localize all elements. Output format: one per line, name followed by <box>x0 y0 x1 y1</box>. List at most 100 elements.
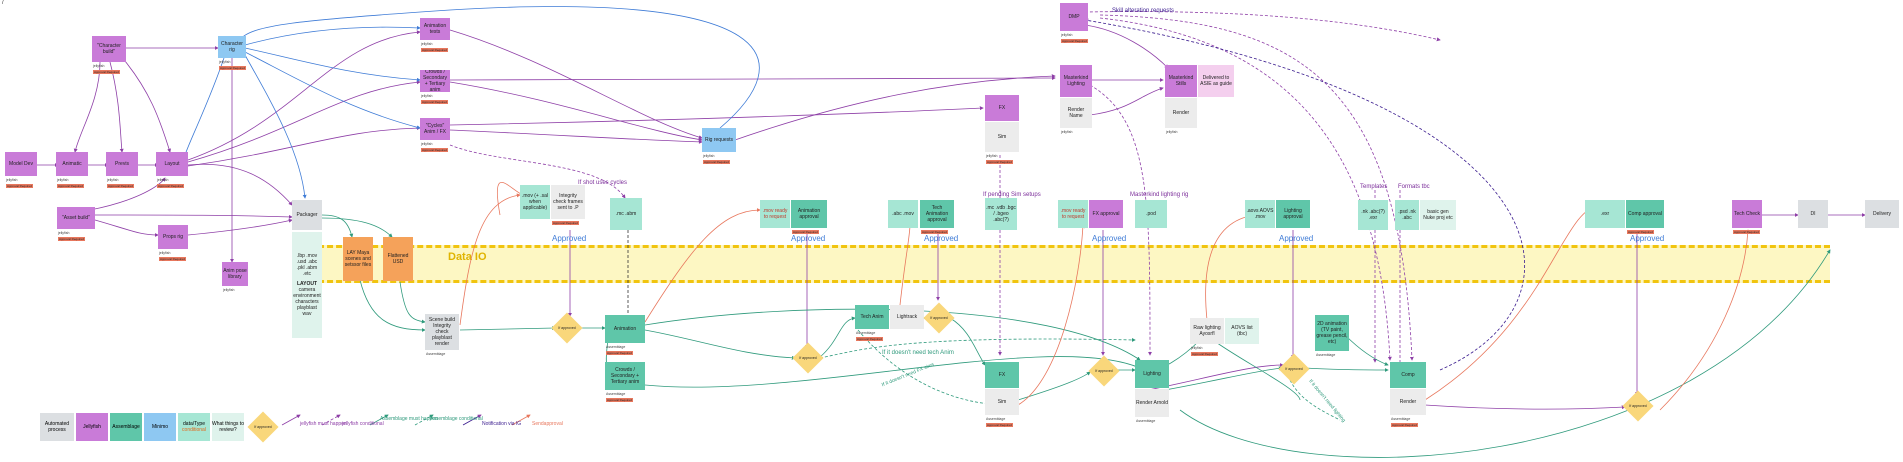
approved-label-2: Approved <box>791 234 826 243</box>
edge-label-skip-tech: If it doesn't need tech Anim <box>882 350 954 356</box>
node-animation-tests[interactable]: Animation tests <box>420 18 450 40</box>
approved-label-4: Approved <box>1092 234 1127 243</box>
node-2d-animation[interactable]: 2D animation (TV paint, grease pencil, e… <box>1315 315 1349 351</box>
node-render-bottom[interactable]: Render <box>1390 389 1426 415</box>
node-sim-bottom[interactable]: Sim <box>985 389 1019 415</box>
node-props-rig[interactable]: Props rig <box>158 225 188 249</box>
node-mc-abm: .mc .abm <box>610 198 642 230</box>
node-flattened-usd[interactable]: Flattened USD <box>383 237 413 281</box>
tag-jellyfish: jellyfish <box>57 178 69 182</box>
edge-charrig-layout <box>184 54 226 156</box>
badge-approval: Approval Required <box>107 184 134 188</box>
node-tech-anim[interactable]: Tech Anim <box>855 305 889 329</box>
edge-skip-fx <box>857 329 991 406</box>
badge-approval: Approval Required <box>792 230 819 234</box>
node-animatic[interactable]: Animatic <box>56 152 88 176</box>
node-render-top[interactable]: Render <box>1165 98 1197 128</box>
node-packager[interactable]: Packager <box>292 200 322 230</box>
edge-label-pending-sim: If pending Sim setups <box>983 192 1041 198</box>
node-crowds-secondary-bottom[interactable]: Crowds / Secondary + Tertiary anim <box>605 362 645 390</box>
node-scene-build[interactable]: Scene build Integrity check playblast re… <box>425 314 459 350</box>
tag-assemblage: Assemblage <box>1316 353 1336 357</box>
edge-charrig-packager <box>244 54 307 199</box>
node-comp-approval[interactable]: Comp approval <box>1626 200 1664 228</box>
badge-approval: Approval Required <box>93 70 120 74</box>
node-previs[interactable]: Previs <box>106 152 138 176</box>
tag-jellyfish: jellyfish <box>421 142 433 146</box>
badge-approval: Approval Required <box>57 184 84 188</box>
gate-label: If approved <box>1095 369 1113 373</box>
edge-crowds-rigreq <box>449 81 703 142</box>
edge-charrig-cycles <box>244 51 421 130</box>
edge-crowds-lighting <box>644 356 1141 388</box>
node-anim-pose-library[interactable]: Anim pose library <box>222 262 248 286</box>
tag-assemblage: Assemblage <box>1391 417 1411 421</box>
node-lightrack[interactable]: Lightrack <box>890 305 924 329</box>
node-lighting-approval[interactable]: Lighting approval <box>1276 200 1310 228</box>
edge-packager-flat <box>321 217 393 238</box>
node-comp[interactable]: Comp <box>1390 362 1426 388</box>
badge-approval: Approval Required <box>58 237 85 241</box>
node-animation[interactable]: Animation <box>605 315 645 343</box>
tag-assemblage: Assemblage <box>986 417 1006 421</box>
edge-gate3-fx <box>949 317 986 366</box>
legend-automated: Automated process <box>40 413 74 441</box>
edge-skip-lighting <box>1289 379 1341 421</box>
node-delivery[interactable]: Delivery <box>1865 200 1899 228</box>
node-integrity-check[interactable]: Integrity check frames sent to .P <box>551 185 585 219</box>
edge-layout-cycles <box>187 126 421 167</box>
node-nk-abc: .nk .abc(?) .exr <box>1358 200 1388 230</box>
edge-gate5-comp <box>1304 367 1389 372</box>
node-fx-bottom[interactable]: FX <box>985 362 1019 388</box>
edge-bottom-loop <box>1179 249 1831 458</box>
node-cycles-anim-fx[interactable]: "Cycles" Anim / FX <box>420 118 450 140</box>
edge-masterkind-lighting <box>1089 84 1152 356</box>
node-dmp[interactable]: DMP <box>1060 3 1088 31</box>
edge-charbuild-animatic <box>73 61 101 153</box>
node-character-rig[interactable]: Character rig <box>218 36 246 58</box>
node-character-build[interactable]: "Character build" <box>92 36 126 62</box>
legend-l2: jellyfish conditional <box>342 421 384 427</box>
node-fx-top[interactable]: FX <box>985 95 1019 121</box>
badge-approval: Approval Required <box>159 257 186 261</box>
legend-l6: Sendapproval <box>532 421 563 427</box>
edge-red-anim <box>644 208 761 323</box>
edge-dmp-stills <box>1084 24 1169 69</box>
node-di[interactable]: DI <box>1798 200 1828 228</box>
edge-props-packager <box>187 218 293 236</box>
edge-rendername-stills <box>1089 87 1164 116</box>
badge-approval: Approval Required <box>421 148 448 152</box>
node-mov-out: .mov (+ .sal when applicable) <box>520 185 550 219</box>
edge-assetbuild-props <box>94 219 159 237</box>
node-tech-check[interactable]: Tech Check <box>1732 200 1762 228</box>
tag-jellyfish: jellyfish <box>223 288 235 292</box>
node-masterkind-stills[interactable]: Masterkind Stills <box>1165 65 1197 97</box>
legend-assemblage: Assemblage <box>110 413 142 441</box>
node-sim-top[interactable]: Sim <box>985 122 1019 152</box>
edge-red-comp <box>1424 203 1601 401</box>
legend-l4: Assemblage conditional <box>430 416 483 422</box>
node-layout[interactable]: Layout <box>156 152 188 176</box>
node-basic-gen-tools: basic gen Nuke proj etc <box>1420 200 1456 230</box>
legend-l1: jellyfish must happen <box>300 421 347 427</box>
node-lay-maya-scenes[interactable]: LAY Maya scenes and setssor files <box>343 237 373 281</box>
node-asset-build[interactable]: "Asset build" <box>57 207 95 229</box>
node-tech-animation-approval[interactable]: Tech Animation approval <box>920 200 954 228</box>
node-crowds-secondary-top[interactable]: Crowds / Secondary + Tertiary anim <box>420 70 450 92</box>
edge-animtests-rigreq <box>449 29 703 140</box>
node-masterkind-lighting[interactable]: Masterkind Lighting <box>1060 65 1092 97</box>
node-render-name[interactable]: Render Name <box>1060 98 1092 128</box>
tag-jellyfish: jellyfish <box>1061 130 1073 134</box>
legend-l5: Notification via IG <box>482 421 522 427</box>
edge-2d-comp <box>1344 334 1389 366</box>
tag-assemblage: Assemblage <box>856 331 876 335</box>
node-animation-approval[interactable]: Animation approval <box>791 200 827 228</box>
node-raw-lighting[interactable]: Raw lighting Ayosrfl <box>1190 318 1224 344</box>
node-fx-approval[interactable]: FX approval <box>1089 200 1123 228</box>
node-render-arnold[interactable]: Render Arnold <box>1135 389 1169 417</box>
node-rig-requests[interactable]: Rig requests <box>702 128 736 152</box>
edge-layout-crowds <box>187 80 421 163</box>
node-model-dev[interactable]: Model Dev <box>5 152 37 176</box>
node-lighting[interactable]: Lighting <box>1135 360 1169 388</box>
